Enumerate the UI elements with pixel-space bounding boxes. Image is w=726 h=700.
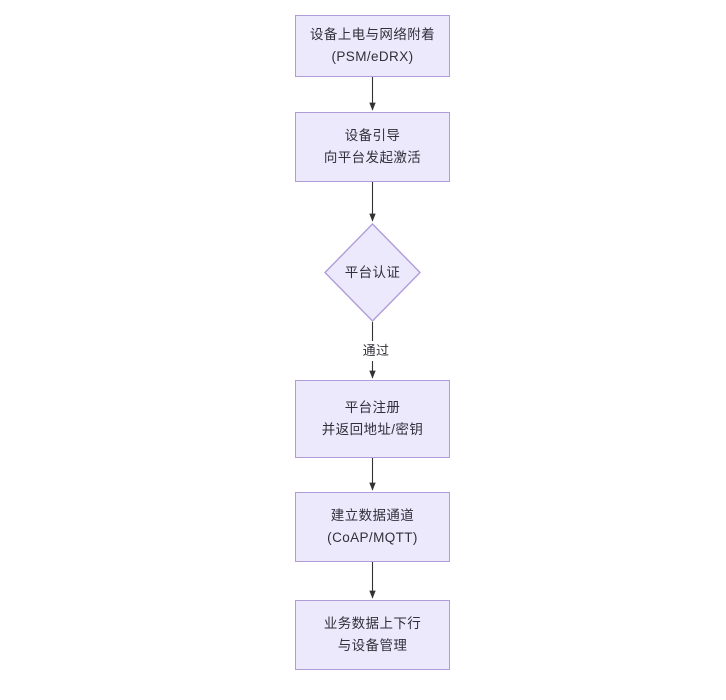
flow-node-power-on-line-2: (PSM/eDRX) [331,49,414,64]
flow-node-business-data-line-2: 与设备管理 [337,638,408,653]
flow-node-platform-register-line-2: 并返回地址/密钥 [321,422,424,437]
flow-node-platform-register-line-1: 平台注册 [344,400,401,416]
diamond-shape [324,223,421,322]
flow-node-power-on-line-1: 设备上电与网络附着 [309,27,436,43]
flow-node-device-bootstrap[interactable]: 设备引导 向平台发起激活 [295,112,450,182]
flow-node-device-bootstrap-line-2: 向平台发起激活 [323,150,422,165]
flow-node-business-data[interactable]: 业务数据上下行 与设备管理 [295,600,450,670]
flow-node-platform-auth[interactable]: 平台认证 [324,223,421,322]
flow-node-data-channel-line-2: (CoAP/MQTT) [327,530,418,545]
flow-node-power-on[interactable]: 设备上电与网络附着 (PSM/eDRX) [295,15,450,77]
flow-node-data-channel-line-1: 建立数据通道 [330,508,415,524]
flow-node-platform-auth-label: 平台认证 [344,264,401,280]
flow-node-platform-register[interactable]: 平台注册 并返回地址/密钥 [295,380,450,458]
flow-node-business-data-line-1: 业务数据上下行 [323,616,422,632]
flow-node-device-bootstrap-line-1: 设备引导 [344,128,401,144]
flow-node-data-channel[interactable]: 建立数据通道 (CoAP/MQTT) [295,492,450,562]
edge-label-pass: 通过 [354,341,398,362]
